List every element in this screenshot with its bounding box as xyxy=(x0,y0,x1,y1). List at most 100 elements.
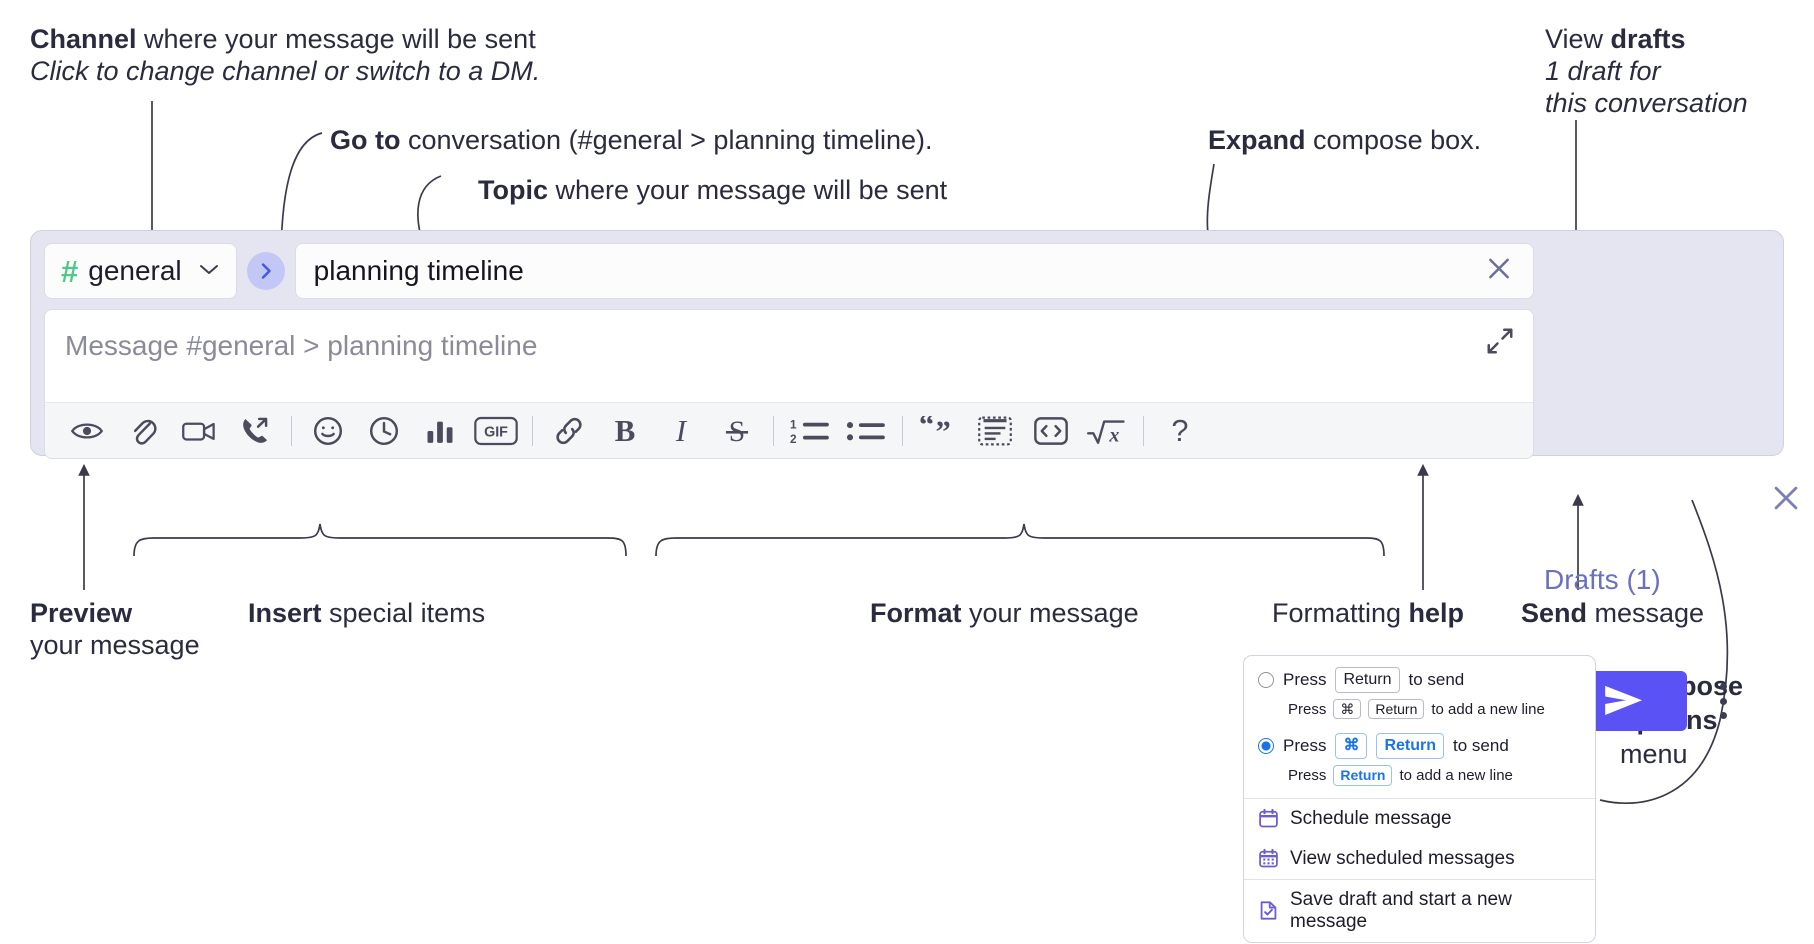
svg-text:1: 1 xyxy=(790,418,797,431)
callout-goto-rest: conversation (#general > planning timeli… xyxy=(400,125,933,155)
preview-button[interactable] xyxy=(59,408,115,454)
option-2-sub-tail: to add a new line xyxy=(1399,767,1513,785)
drafts-link[interactable]: Drafts (1) xyxy=(1544,564,1661,595)
save-draft-icon xyxy=(1258,900,1279,921)
chevron-down-icon xyxy=(198,262,220,281)
schedule-button[interactable] xyxy=(356,408,412,454)
goto-conversation-button[interactable] xyxy=(246,252,285,290)
callout-channel-rest: where your message will be sent xyxy=(136,24,536,54)
chevron-right-icon xyxy=(261,263,271,279)
message-placeholder: Message #general > planning timeline xyxy=(65,330,538,361)
code-button[interactable] xyxy=(1023,408,1079,454)
callout-expand: Expand compose box. xyxy=(1208,125,1481,157)
svg-text:x: x xyxy=(1108,424,1119,446)
video-icon xyxy=(182,422,215,441)
callout-format-rest: your message xyxy=(961,598,1139,628)
toolbar-divider xyxy=(1143,415,1144,446)
attachment-icon xyxy=(133,419,157,445)
emoji-icon xyxy=(313,416,343,445)
callout-expand-bold: Expand xyxy=(1208,125,1306,155)
callout-preview-bold: Preview xyxy=(30,598,133,628)
emoji-button[interactable] xyxy=(300,408,356,454)
callout-drafts: View drafts 1 draft for this conversatio… xyxy=(1545,24,1748,120)
menu-item-view-scheduled-messages[interactable]: View scheduled messages xyxy=(1244,839,1595,879)
code-icon xyxy=(1034,416,1068,445)
svg-text:GIF: GIF xyxy=(484,424,508,440)
callout-help-pre: Formatting xyxy=(1272,598,1409,628)
svg-text:I: I xyxy=(675,415,688,447)
option-1-tail: to send xyxy=(1408,669,1465,689)
formatting-help-button[interactable]: ? xyxy=(1152,408,1208,454)
menu-item-label: View scheduled messages xyxy=(1290,847,1515,869)
blockquote-icon: “ ” xyxy=(919,416,951,446)
link-button[interactable] xyxy=(541,408,597,454)
callout-drafts-pre: View xyxy=(1545,24,1611,54)
compose-options-button[interactable] xyxy=(1706,683,1740,719)
bold-button[interactable]: B xyxy=(597,408,653,454)
math-button[interactable]: x xyxy=(1079,408,1135,454)
attach-file-button[interactable] xyxy=(115,408,171,454)
callout-channel-italic: Click to change channel or switch to a D… xyxy=(30,55,541,86)
bulleted-list-icon xyxy=(846,421,885,440)
key-return: Return xyxy=(1368,698,1425,720)
option-1-press: Press xyxy=(1283,669,1327,689)
callout-format-bold: Format xyxy=(870,598,962,628)
strikethrough-button[interactable]: S xyxy=(709,408,765,454)
topic-value: planning timeline xyxy=(313,255,524,286)
key-return: Return xyxy=(1333,765,1393,786)
italic-button[interactable]: I xyxy=(653,408,709,454)
toolbar-divider xyxy=(902,415,903,446)
key-return: Return xyxy=(1376,733,1445,760)
message-card: Message #general > planning timeline xyxy=(44,309,1534,459)
radio-selected[interactable] xyxy=(1258,738,1274,755)
callout-compose-options-rest: menu xyxy=(1620,738,1688,769)
clock-icon xyxy=(369,416,399,445)
send-icon xyxy=(1604,685,1642,715)
menu-item-schedule-message[interactable]: Schedule message xyxy=(1244,799,1595,839)
callout-preview-line2: your message xyxy=(30,629,200,660)
panel-close-button[interactable] xyxy=(1769,481,1803,520)
channel-selector[interactable]: # general xyxy=(44,243,237,299)
key-command: ⌘ xyxy=(1335,733,1368,760)
calendar-icon xyxy=(1258,808,1279,829)
bulleted-list-button[interactable] xyxy=(838,408,894,454)
send-option-1[interactable]: Press Return to send Press ⌘ Return to a… xyxy=(1244,656,1595,731)
svg-text:2: 2 xyxy=(790,432,797,445)
callout-send-bold: Send xyxy=(1521,598,1588,628)
svg-text:B: B xyxy=(615,415,636,447)
option-1-sub-press: Press xyxy=(1288,700,1327,718)
callout-goto: Go to conversation (#general > planning … xyxy=(330,125,933,157)
link-icon xyxy=(556,417,582,444)
radio-unselected[interactable] xyxy=(1258,671,1274,688)
callout-insert-bold: Insert xyxy=(248,598,322,628)
callout-help: Formatting help xyxy=(1272,598,1464,630)
blockquote-button[interactable]: “ ” xyxy=(911,408,967,454)
expand-icon xyxy=(1487,328,1513,354)
calendar-grid-icon xyxy=(1258,848,1279,869)
poll-button[interactable] xyxy=(412,408,468,454)
audio-clip-button[interactable] xyxy=(227,408,283,454)
callout-drafts-italic-2: this conversation xyxy=(1545,87,1748,118)
help-icon: ? xyxy=(1171,415,1188,447)
svg-text:?: ? xyxy=(1171,415,1188,447)
expand-compose-button[interactable] xyxy=(1485,326,1515,361)
callout-topic-bold: Topic xyxy=(478,175,548,205)
callout-channel-bold: Channel xyxy=(30,24,137,54)
menu-item-save-draft[interactable]: Save draft and start a new message xyxy=(1244,880,1595,942)
audio-call-icon xyxy=(243,417,268,443)
video-clip-button[interactable] xyxy=(171,408,227,454)
message-input[interactable]: Message #general > planning timeline xyxy=(45,310,1533,402)
topic-input[interactable]: planning timeline xyxy=(294,243,1534,299)
hash-icon: # xyxy=(61,253,79,289)
menu-item-label: Save draft and start a new message xyxy=(1290,888,1512,932)
send-option-2[interactable]: Press ⌘ Return to send Press Return to a… xyxy=(1244,731,1595,797)
callout-send: Send message xyxy=(1521,598,1704,630)
code-block-icon xyxy=(978,416,1012,445)
code-block-button[interactable] xyxy=(967,408,1023,454)
topic-clear-button[interactable] xyxy=(1483,253,1515,290)
key-return: Return xyxy=(1335,667,1400,693)
ordered-list-icon: 1 2 xyxy=(790,418,829,445)
callout-drafts-bold: drafts xyxy=(1610,24,1686,54)
gif-button[interactable]: GIF xyxy=(468,408,524,454)
ordered-list-button[interactable]: 1 2 xyxy=(782,408,838,454)
